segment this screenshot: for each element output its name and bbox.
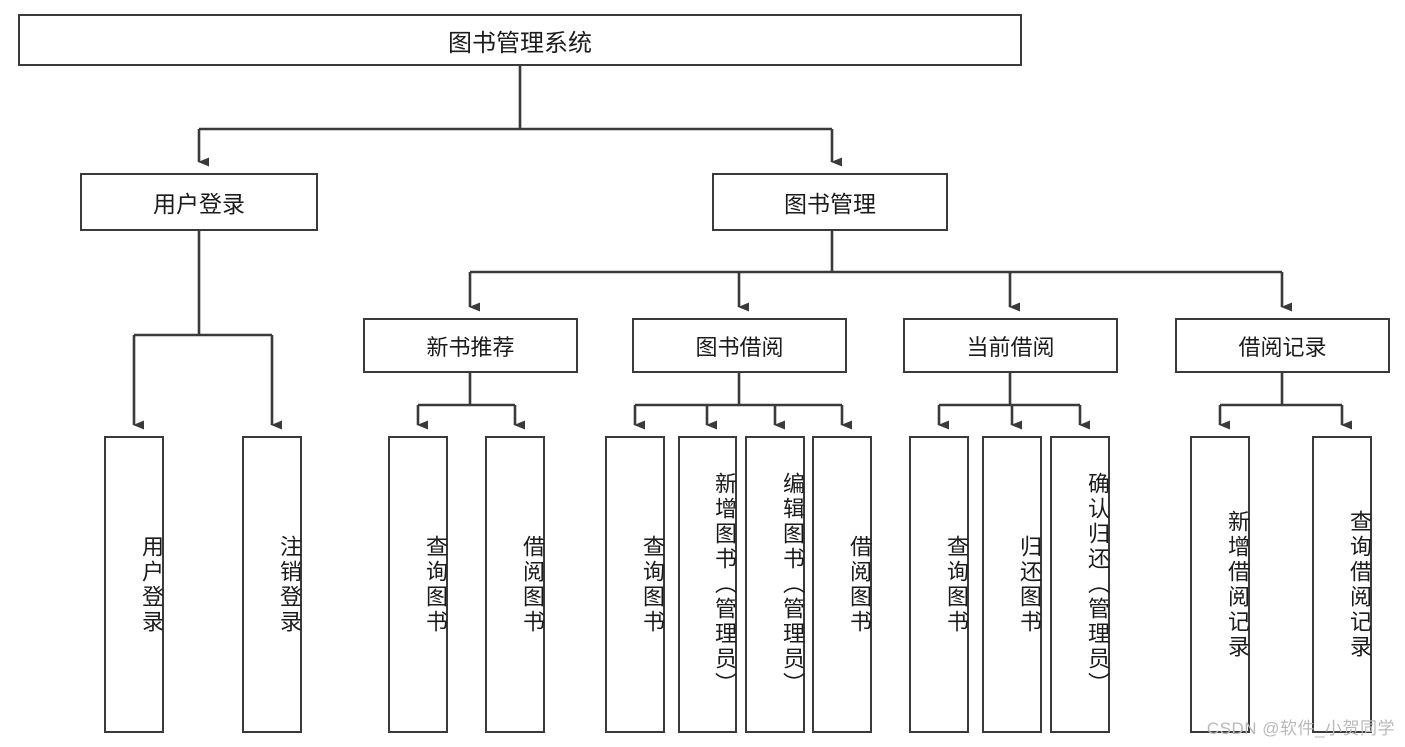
node-leaf-user-login[interactable]: 用户登录 — [104, 436, 164, 733]
node-user-login[interactable]: 用户登录 — [80, 173, 318, 231]
node-leaf-borrow-book-1[interactable]: 借阅图书 — [485, 436, 545, 733]
node-leaf-borrow-book-2[interactable]: 借阅图书 — [812, 436, 872, 733]
node-leaf-query-book-1[interactable]: 查询图书 — [388, 436, 448, 733]
node-leaf-logout-login-label: 注销登录 — [277, 534, 302, 635]
node-leaf-confirm-return-admin-label: 确认归还（管理员） — [1085, 472, 1110, 697]
node-leaf-add-borrow-record-label: 新增借阅记录 — [1225, 509, 1250, 660]
node-leaf-query-borrow-record-label: 查询借阅记录 — [1347, 509, 1372, 660]
node-borrow-record[interactable]: 借阅记录 — [1175, 318, 1390, 373]
node-leaf-borrow-book-2-label: 借阅图书 — [847, 534, 872, 635]
node-leaf-query-book-2[interactable]: 查询图书 — [605, 436, 665, 733]
node-leaf-query-borrow-record[interactable]: 查询借阅记录 — [1312, 436, 1372, 733]
node-leaf-confirm-return-admin[interactable]: 确认归还（管理员） — [1050, 436, 1110, 733]
node-leaf-add-book-admin-label: 新增图书（管理员） — [712, 472, 737, 697]
node-leaf-add-borrow-record[interactable]: 新增借阅记录 — [1190, 436, 1250, 733]
node-leaf-borrow-book-1-label: 借阅图书 — [520, 534, 545, 635]
node-leaf-query-book-3[interactable]: 查询图书 — [909, 436, 969, 733]
node-current-borrow-label: 当前借阅 — [966, 334, 1055, 360]
csdn-watermark: CSDN @软件_小贺同学 — [1206, 719, 1395, 738]
node-leaf-user-login-label: 用户登录 — [139, 534, 164, 635]
node-new-book-recommend-label: 新书推荐 — [426, 334, 515, 360]
node-leaf-query-book-1-label: 查询图书 — [423, 534, 448, 635]
node-leaf-query-book-2-label: 查询图书 — [640, 534, 665, 635]
node-leaf-edit-book-admin-label: 编辑图书（管理员） — [780, 472, 805, 697]
node-new-book-recommend[interactable]: 新书推荐 — [363, 318, 578, 373]
node-root[interactable]: 图书管理系统 — [18, 14, 1022, 66]
node-leaf-edit-book-admin[interactable]: 编辑图书（管理员） — [745, 436, 805, 733]
node-leaf-return-book-label: 归还图书 — [1017, 534, 1042, 635]
node-root-label: 图书管理系统 — [448, 29, 592, 57]
node-book-manage[interactable]: 图书管理 — [712, 173, 948, 231]
node-leaf-return-book[interactable]: 归还图书 — [982, 436, 1042, 733]
node-book-borrow-label: 图书借阅 — [695, 334, 784, 360]
node-current-borrow[interactable]: 当前借阅 — [903, 318, 1118, 373]
node-leaf-query-book-3-label: 查询图书 — [944, 534, 969, 635]
node-leaf-add-book-admin[interactable]: 新增图书（管理员） — [678, 436, 737, 733]
node-book-manage-label: 图书管理 — [784, 191, 876, 217]
node-leaf-logout-login[interactable]: 注销登录 — [242, 436, 302, 733]
node-user-login-label: 用户登录 — [153, 191, 245, 217]
node-borrow-record-label: 借阅记录 — [1238, 334, 1327, 360]
node-book-borrow[interactable]: 图书借阅 — [632, 318, 847, 373]
